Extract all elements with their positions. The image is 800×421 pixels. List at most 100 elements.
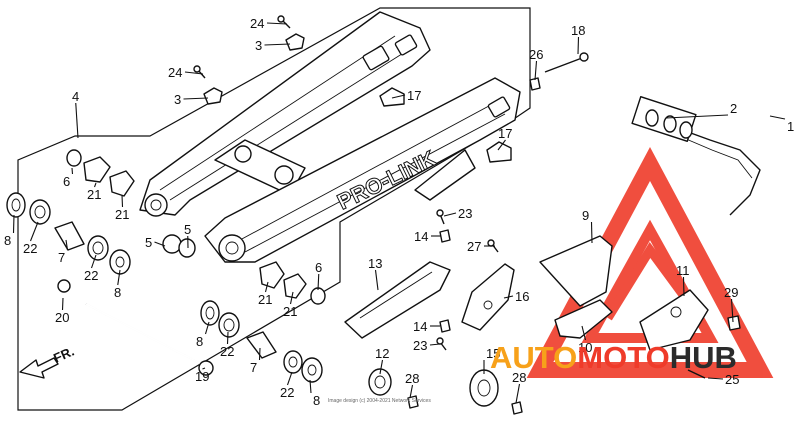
chain-slider [344,261,451,339]
callout-label-c4: 4 [72,89,79,104]
callout-label-c18: 18 [571,23,585,38]
callout-label-c21d: 21 [283,304,297,319]
callout-leader-c29 [730,298,734,323]
callout-label-c22a: 22 [23,241,37,256]
callout-leader-c22d [286,371,293,386]
callout-leader-c8d [309,379,312,394]
copyright-notice: Image design (c) 2004-2021 Network Servi… [328,398,431,404]
callout-leader-c8a [12,214,15,234]
callout-leader-c8c [204,321,210,335]
chain-slider-stopper-upper [379,87,405,107]
callout-leader-c2 [665,114,729,119]
direction-label: FR. [51,344,76,366]
callout-leader-c22b [90,254,97,269]
callout-leader-c28a [409,384,414,399]
callout-label-c29: 29 [724,285,738,300]
axle-bolt [529,52,589,91]
callout-label-c28a: 28 [405,371,419,386]
watermark-part-2: MOTO [577,340,669,375]
callout-label-c14a: 14 [414,229,428,244]
pivot-parts-left [6,149,196,293]
callout-label-c21c: 21 [258,292,272,307]
callout-label-c6b: 6 [315,260,322,275]
callout-leader-c24b [184,71,204,75]
callout-label-c15: 15 [486,346,500,361]
callout-label-c20: 20 [55,310,69,325]
callout-label-c1: 1 [787,119,794,134]
callout-leader-c17a [391,94,406,99]
callout-leader-c12 [379,359,384,375]
callout-leader-c26 [534,60,538,81]
callout-leader-c11 [682,276,685,297]
callout-label-c19: 19 [195,369,209,384]
callout-label-c16: 16 [515,289,529,304]
callout-leader-c10 [581,325,587,341]
rear-chain-guide [539,235,741,379]
callout-leader-c9 [590,221,593,244]
callout-label-c3b: 3 [174,92,181,107]
callout-leader-c21b [121,194,124,208]
callout-leader-c13 [374,269,379,291]
chain-slider-stopper-lower [486,141,512,163]
callout-leader-c7b [258,347,261,361]
bolts-upper [193,15,305,105]
pivot-shaft [85,303,214,376]
callout-label-c24a: 24 [250,16,264,31]
callout-label-c28b: 28 [512,370,526,385]
callout-label-c14b: 14 [413,319,427,334]
small-bolts [436,209,499,351]
callout-leader-c25 [707,377,724,380]
callout-label-c9: 9 [582,208,589,223]
callout-label-c22c: 22 [220,344,234,359]
callout-leader-c1 [769,115,786,120]
callout-leader-c17b [497,139,506,151]
callout-label-c7b: 7 [250,360,257,375]
callout-label-c8d: 8 [313,393,320,408]
callout-leader-c4 [75,102,79,139]
callout-label-c11: 11 [676,263,690,278]
callout-leader-c7a [65,239,69,251]
callout-leader-c20 [61,297,64,311]
callout-label-c17a: 17 [407,88,421,103]
swingarm: PRO-LINK [139,11,521,263]
callout-leader-c6b [317,273,320,291]
callout-label-c22b: 22 [84,268,98,283]
assembly-boundary [17,7,531,411]
callout-label-c21a: 21 [87,187,101,202]
callout-leader-c23a [443,212,457,217]
pivot-parts-right [200,261,326,383]
callout-label-c23a: 23 [458,206,472,221]
callout-label-c10: 10 [578,340,592,355]
callout-label-c25: 25 [725,372,739,387]
callout-label-c21b: 21 [115,207,129,222]
callout-leader-c24a [266,22,288,25]
callout-label-c17b: 17 [498,126,512,141]
callout-label-c8c: 8 [196,334,203,349]
callout-leader-c22c [226,331,229,345]
callout-leader-c3a [264,43,291,46]
watermark-text: AUTOMOTOHUB [490,340,737,375]
callout-leader-c6a [71,167,74,175]
callout-label-c5a: 5 [145,235,152,250]
callout-label-c27: 27 [467,239,481,254]
front-direction-arrow: FR. [19,344,76,379]
callout-leader-c16 [503,295,514,299]
callout-label-c12: 12 [375,346,389,361]
callout-leader-c21c [264,281,269,293]
callout-label-c24b: 24 [168,65,182,80]
callout-leader-c19 [202,367,206,370]
watermark-part-1: AUTO [490,340,577,375]
callout-label-c26: 26 [529,47,543,62]
callout-label-c6a: 6 [63,174,70,189]
callout-leader-c22a [29,221,39,242]
watermark-part-3: HUB [670,340,737,375]
callout-label-c5b: 5 [184,222,191,237]
callout-label-c22d: 22 [280,385,294,400]
callout-leader-c23b [429,343,441,346]
callout-label-c8a: 8 [4,233,11,248]
callout-label-c8b: 8 [114,285,121,300]
callout-label-c2: 2 [730,101,737,116]
